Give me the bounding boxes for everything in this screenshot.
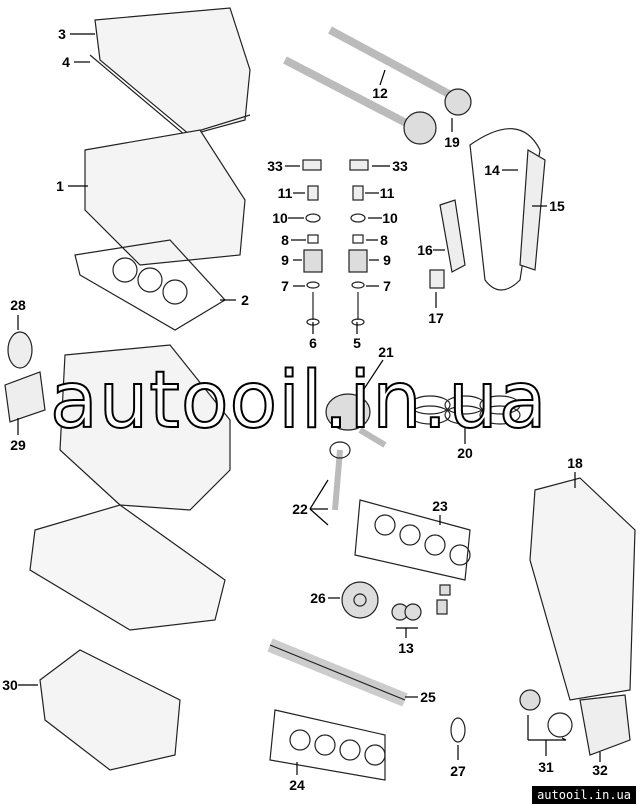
callout-27: 27 <box>450 763 466 779</box>
piston <box>325 393 387 448</box>
callout-14: 14 <box>484 162 500 178</box>
callout-21: 21 <box>378 344 394 360</box>
callout-22: 22 <box>292 501 308 517</box>
callout-26: 26 <box>310 590 326 606</box>
callout-25: 25 <box>420 689 436 705</box>
leader-lines <box>17 33 601 775</box>
valvetrain-right <box>348 159 369 326</box>
valvetrain-left <box>302 159 323 326</box>
seal-27 <box>450 717 466 743</box>
callout-19: 19 <box>444 134 460 150</box>
callout-7: 7 <box>281 278 289 294</box>
baffle-29 <box>4 371 46 423</box>
callout-16: 16 <box>417 242 433 258</box>
pulley <box>341 581 379 619</box>
callout-17: 17 <box>428 310 444 326</box>
connecting-rod <box>329 441 351 511</box>
callout-12: 12 <box>372 85 388 101</box>
callout-30: 30 <box>2 677 18 693</box>
piston-rings <box>409 395 521 425</box>
callout-3: 3 <box>58 26 66 42</box>
callout-24: 24 <box>289 777 305 793</box>
oil-pump-parts <box>519 689 631 756</box>
callout-2: 2 <box>241 292 249 308</box>
callout-29: 29 <box>10 437 26 453</box>
watermark: autooil.in.ua <box>49 356 548 446</box>
callout-11: 11 <box>277 185 293 201</box>
callout-9: 9 <box>383 252 391 268</box>
callout-31: 31 <box>538 759 554 775</box>
callout-4: 4 <box>62 54 70 70</box>
callout-33: 33 <box>392 158 408 174</box>
engine-block <box>59 344 231 511</box>
callout-1: 1 <box>56 178 64 194</box>
callout-32: 32 <box>592 762 608 778</box>
callout-5: 5 <box>353 335 361 351</box>
callout-15: 15 <box>549 198 565 214</box>
callout-7: 7 <box>383 278 391 294</box>
callout-10: 10 <box>382 210 398 226</box>
callout-9: 9 <box>281 252 289 268</box>
callout-8: 8 <box>380 232 388 248</box>
callout-20: 20 <box>457 445 473 461</box>
cylinder-head <box>84 129 246 266</box>
oil-pan <box>39 649 181 771</box>
callout-13: 13 <box>398 640 414 656</box>
chain-guides <box>429 148 546 289</box>
callout-8: 8 <box>281 232 289 248</box>
timing-chain <box>469 128 541 291</box>
callout-28: 28 <box>10 297 26 313</box>
callout-11: 11 <box>379 185 395 201</box>
sprockets <box>391 584 451 621</box>
timing-cover <box>529 477 636 701</box>
camshafts <box>283 26 462 129</box>
crankshaft <box>267 638 408 707</box>
corner-watermark: autooil.in.ua <box>532 786 636 804</box>
callout-33: 33 <box>267 158 283 174</box>
ladder-frame <box>29 504 226 631</box>
callout-10: 10 <box>272 210 288 226</box>
seal-28 <box>7 331 33 369</box>
callout-18: 18 <box>567 455 583 471</box>
cam-gears <box>403 88 472 145</box>
main-bearings <box>269 709 386 781</box>
valve-cover <box>89 7 251 136</box>
callout-23: 23 <box>432 498 448 514</box>
rod-bearings <box>354 499 471 581</box>
callout-6: 6 <box>309 335 317 351</box>
head-gasket <box>74 239 226 331</box>
